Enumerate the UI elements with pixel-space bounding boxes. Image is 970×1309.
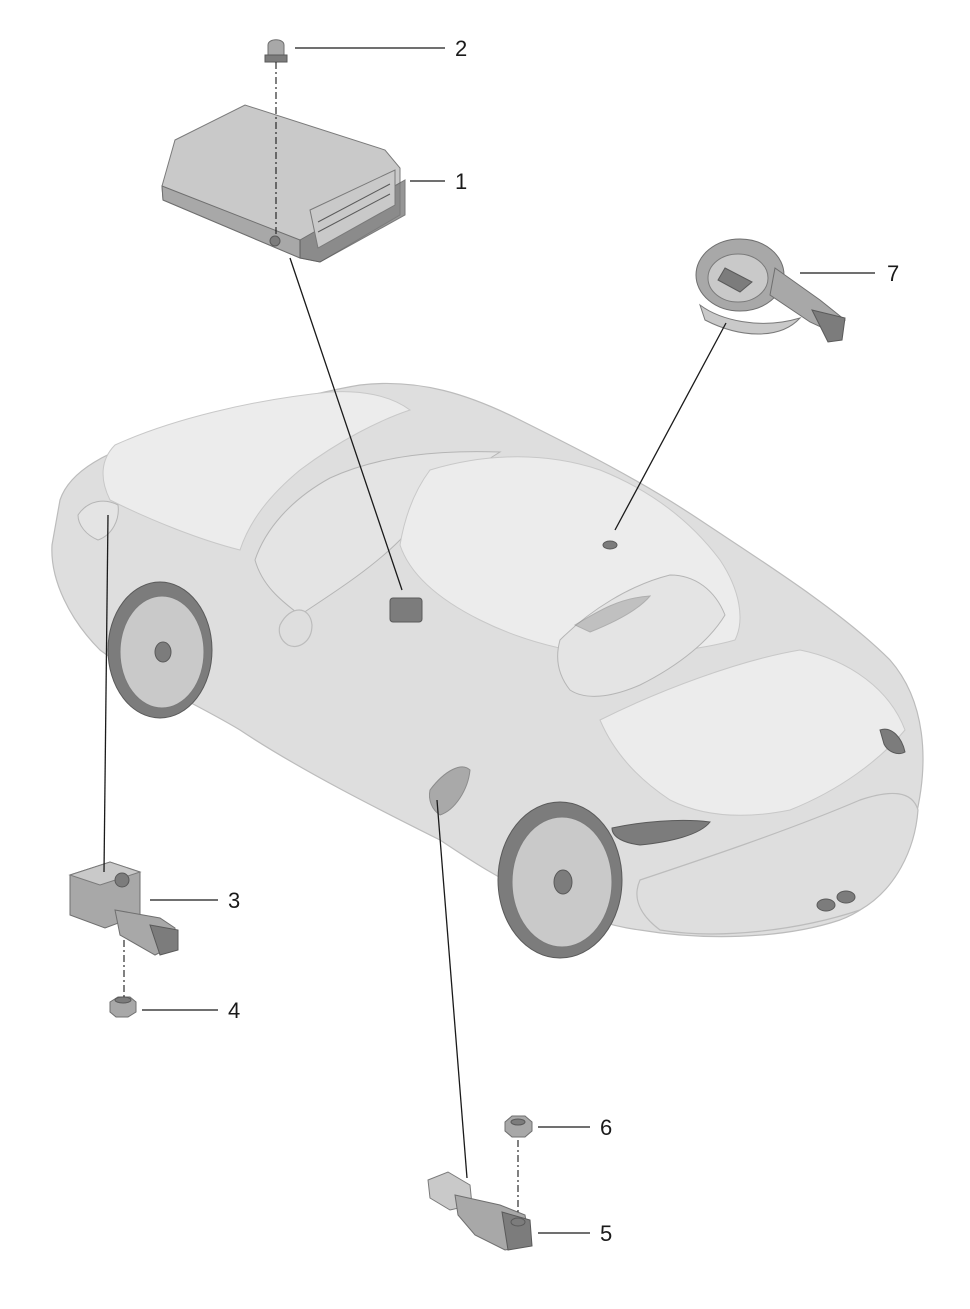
callout-6: 6 (600, 1115, 612, 1140)
callout-2: 2 (455, 36, 467, 61)
top-nut (264, 39, 288, 63)
connector-pins (317, 183, 391, 233)
callout-numbers: 2 1 7 3 4 6 5 (228, 36, 899, 1246)
front-crash-sensor (68, 861, 179, 956)
side-crash-sensor (427, 1171, 533, 1251)
leader-lines (103, 47, 875, 1234)
car-illustration (51, 382, 924, 959)
callout-4: 4 (228, 998, 240, 1023)
front-nut (109, 996, 137, 1018)
side-nut (504, 1115, 533, 1138)
callout-5: 5 (600, 1221, 612, 1246)
airbag-control-unit (161, 104, 406, 263)
clock-spring (695, 238, 846, 343)
callout-1: 1 (455, 169, 467, 194)
callout-7: 7 (887, 261, 899, 286)
callout-3: 3 (228, 888, 240, 913)
